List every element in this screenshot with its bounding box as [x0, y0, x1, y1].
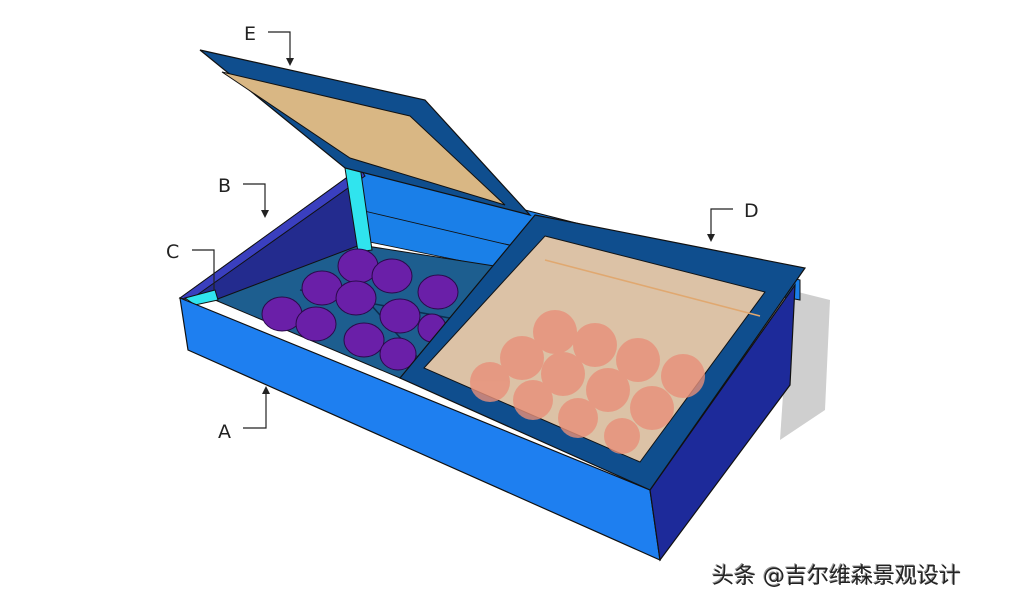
label-C: C [166, 241, 215, 290]
svg-text:E: E [244, 23, 256, 45]
label-B: B [218, 175, 269, 218]
seed-pods [261, 248, 459, 371]
label-A: A [218, 386, 270, 443]
label-E: E [244, 23, 294, 66]
watermark: 头条 @吉尔维森景观设计 [712, 564, 961, 589]
right-side-board [649, 282, 796, 562]
svg-text:C: C [166, 241, 179, 263]
svg-text:B: B [218, 175, 231, 197]
svg-text:D: D [744, 200, 759, 222]
lid-panel [221, 71, 506, 206]
pods-behind-glass [470, 310, 705, 454]
label-D: D [707, 200, 759, 242]
svg-text:A: A [218, 421, 231, 443]
